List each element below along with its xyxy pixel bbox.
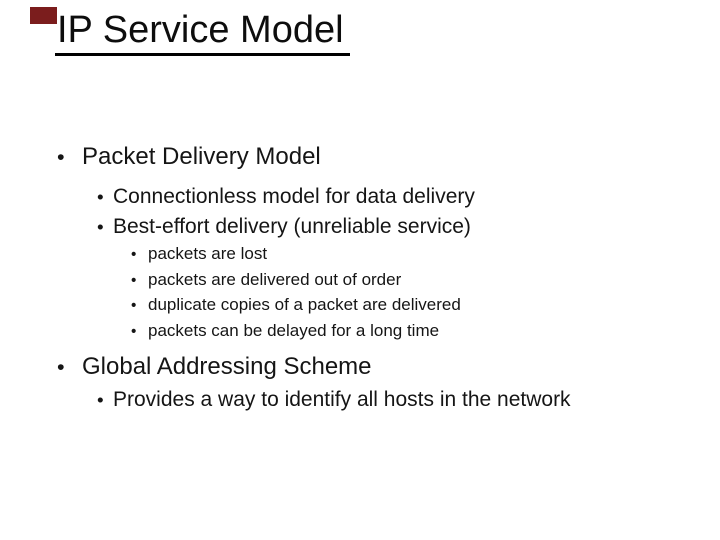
bullet-icon: • <box>131 272 137 289</box>
slide-title: IP Service Model <box>55 9 350 56</box>
list-item-label: Provides a way to identify all hosts in … <box>113 388 571 411</box>
list-item-label: Packet Delivery Model <box>82 143 321 170</box>
bullet-icon: • <box>131 323 137 340</box>
list-item-label: packets are lost <box>148 244 268 263</box>
list-item-label: packets are delivered out of order <box>148 270 402 289</box>
list-item-duplicate-copies: • duplicate copies of a packet are deliv… <box>131 295 461 315</box>
bullet-icon: • <box>57 144 65 169</box>
bullet-icon: • <box>131 246 137 263</box>
slide-title-text: IP Service Model <box>55 9 350 56</box>
list-item-label: packets can be delayed for a long time <box>148 321 440 340</box>
list-item-best-effort-delivery: • Best-effort delivery (unreliable servi… <box>97 214 471 240</box>
list-item-label: Connectionless model for data delivery <box>113 185 475 208</box>
bullet-icon: • <box>131 297 137 314</box>
list-item-label: Global Addressing Scheme <box>82 353 372 380</box>
list-item-label: duplicate copies of a packet are deliver… <box>148 295 461 314</box>
bullet-icon: • <box>97 187 104 208</box>
bullet-icon: • <box>97 390 104 411</box>
list-item-provides-identify-hosts: • Provides a way to identify all hosts i… <box>97 387 571 413</box>
list-item-label: Best-effort delivery (unreliable service… <box>113 215 471 238</box>
list-item-packets-delayed: • packets can be delayed for a long time <box>131 321 439 341</box>
bullet-icon: • <box>97 217 104 238</box>
bullet-icon: • <box>57 354 65 379</box>
list-item-packets-lost: • packets are lost <box>131 244 267 264</box>
red-accent-rectangle <box>30 7 57 24</box>
list-item-global-addressing-scheme: • Global Addressing Scheme <box>57 353 372 382</box>
list-item-connectionless-model: • Connectionless model for data delivery <box>97 184 475 210</box>
list-item-packet-delivery-model: • Packet Delivery Model <box>57 143 321 172</box>
list-item-packets-out-of-order: • packets are delivered out of order <box>131 270 401 290</box>
